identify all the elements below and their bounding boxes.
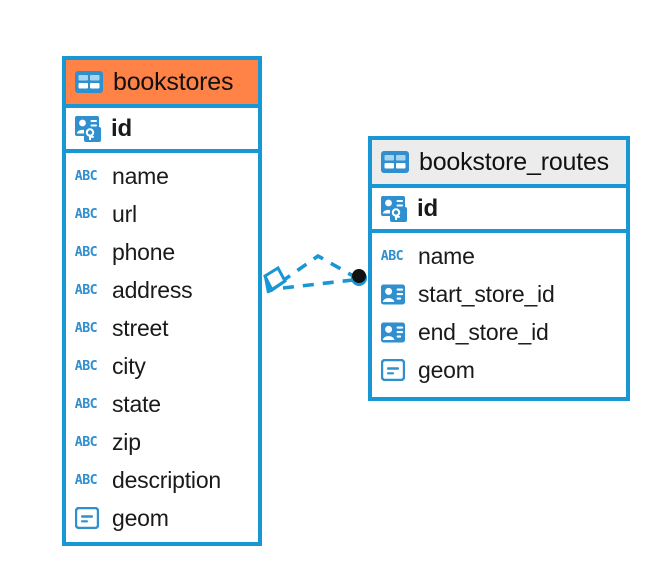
entity-bookstore-routes[interactable]: bookstore_routes id <box>368 136 630 401</box>
abc-icon: ABC <box>74 282 98 298</box>
relationship-line-upper <box>279 253 356 284</box>
entity-title: bookstores <box>113 67 234 96</box>
field-label: street <box>112 314 169 341</box>
abc-icon: ABC <box>74 244 98 260</box>
field-row-end-store-id[interactable]: end_store_id <box>372 313 626 351</box>
geometry-icon <box>75 507 103 529</box>
abc-icon: ABC <box>380 248 404 264</box>
field-row-primary-key[interactable]: id <box>372 188 626 233</box>
field-label: city <box>112 352 146 379</box>
entity-header-bookstores: bookstores <box>66 60 258 108</box>
field-label: url <box>112 200 137 227</box>
field-label: id <box>111 114 132 142</box>
field-label: start_store_id <box>418 280 555 307</box>
field-label: zip <box>112 428 141 455</box>
field-row-phone[interactable]: ABC phone <box>66 233 258 271</box>
entity-bookstores[interactable]: bookstores id <box>62 56 262 546</box>
relationship-line-lower <box>282 278 354 290</box>
primary-key-icon <box>381 195 409 222</box>
field-label: description <box>112 466 222 493</box>
entity-title: bookstore_routes <box>419 147 609 176</box>
abc-icon: ABC <box>74 434 98 450</box>
abc-icon: ABC <box>74 472 98 488</box>
primary-key-icon <box>75 115 103 142</box>
field-row-name[interactable]: ABC name <box>66 157 258 195</box>
field-row-primary-key[interactable]: id <box>66 108 258 153</box>
field-row-city[interactable]: ABC city <box>66 347 258 385</box>
entity-header-bookstore-routes: bookstore_routes <box>372 140 626 188</box>
field-row-geom[interactable]: geom <box>66 499 258 537</box>
field-label: end_store_id <box>418 318 549 345</box>
abc-icon: ABC <box>74 358 98 374</box>
abc-icon: ABC <box>74 168 98 184</box>
relationship-target-marker-circle <box>351 269 367 286</box>
abc-icon: ABC <box>74 206 98 222</box>
field-row-address[interactable]: ABC address <box>66 271 258 309</box>
field-label: name <box>418 242 475 269</box>
relationship-source-marker-diamond <box>263 265 287 294</box>
field-label: geom <box>418 356 475 383</box>
field-row-name[interactable]: ABC name <box>372 237 626 275</box>
field-row-start-store-id[interactable]: start_store_id <box>372 275 626 313</box>
field-label: phone <box>112 238 175 265</box>
field-label: geom <box>112 504 169 531</box>
field-label: name <box>112 162 169 189</box>
field-label: state <box>112 390 161 417</box>
field-row-street[interactable]: ABC street <box>66 309 258 347</box>
field-label: id <box>417 194 438 222</box>
field-row-geom[interactable]: geom <box>372 351 626 389</box>
abc-icon: ABC <box>74 320 98 336</box>
field-row-zip[interactable]: ABC zip <box>66 423 258 461</box>
table-icon <box>75 71 103 93</box>
foreign-key-icon <box>381 322 409 343</box>
abc-icon: ABC <box>74 396 98 412</box>
field-list-bookstore-routes: ABC name start_store_id <box>372 233 626 394</box>
field-row-url[interactable]: ABC url <box>66 195 258 233</box>
field-row-description[interactable]: ABC description <box>66 461 258 499</box>
foreign-key-icon <box>381 284 409 305</box>
field-label: address <box>112 276 193 303</box>
field-row-state[interactable]: ABC state <box>66 385 258 423</box>
field-list-bookstores: ABC name ABC url ABC phone ABC address A… <box>66 153 258 542</box>
table-icon <box>381 151 409 173</box>
geometry-icon <box>381 359 409 381</box>
